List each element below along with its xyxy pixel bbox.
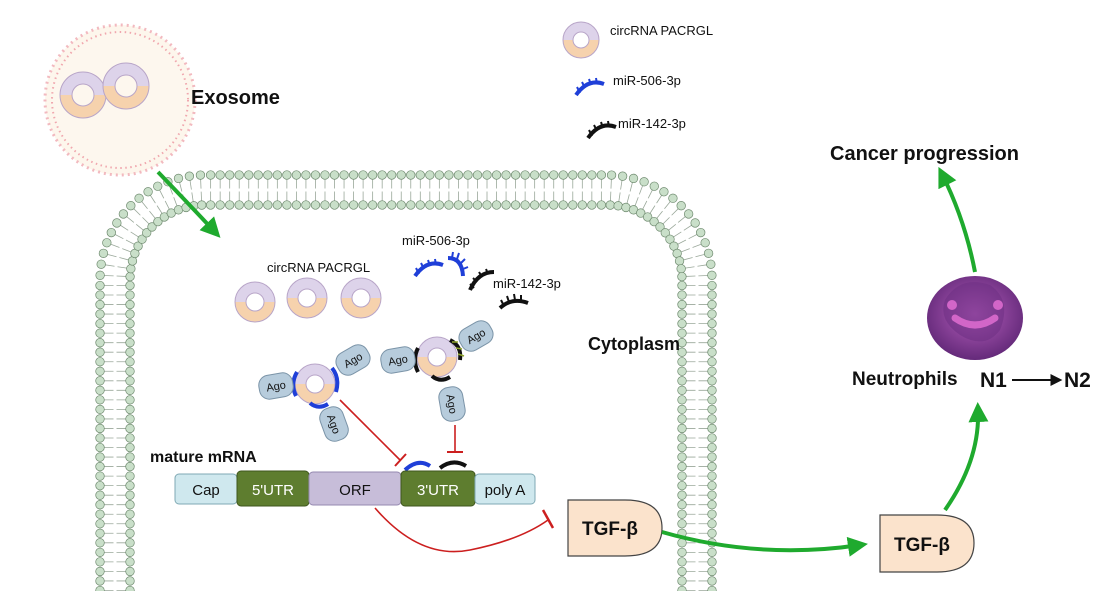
inhibit-line-mir506	[339, 399, 401, 461]
svg-text:Ago: Ago	[443, 393, 458, 414]
ago-protein: Ago	[438, 386, 466, 422]
circrna	[234, 281, 276, 323]
circrna-cell-label: circRNA PACRGL	[267, 260, 370, 275]
exosome-circrna-right	[102, 62, 150, 110]
tgf-beta-extracellular: TGF-β	[879, 514, 975, 573]
circrna	[286, 277, 328, 319]
mir506-cell-label: miR-506-3p	[402, 233, 470, 248]
cell-membrane	[95, 170, 717, 596]
legend-mir506-label: miR-506-3p	[613, 73, 681, 88]
neutrophil	[927, 276, 1023, 360]
secretion-arrow	[661, 530, 868, 557]
mir142	[498, 293, 529, 310]
tgf-inside-label: TGF-β	[582, 519, 638, 540]
mir142-bound	[438, 460, 468, 470]
mrna-5utr-label: 5'UTR	[252, 482, 294, 499]
inhibit-line-orf-tgf	[374, 507, 549, 553]
n1-label: N1	[980, 369, 1007, 392]
progression-arrow	[938, 166, 977, 273]
exosome-circrna-left	[59, 71, 107, 119]
mir506	[447, 251, 469, 277]
legend-circrna-icon	[562, 21, 600, 59]
legend-circrna-label: circRNA PACRGL	[610, 23, 713, 38]
mature-mrna: Cap 5'UTR ORF 3'UTR poly A	[174, 470, 536, 507]
cancer-progression-label: Cancer progression	[830, 143, 1019, 165]
mir506	[413, 258, 444, 278]
free-circrnas	[234, 277, 382, 323]
legend: circRNA PACRGL miR-506-3p miR-142-3p	[562, 21, 713, 140]
svg-text:Ago: Ago	[387, 353, 408, 368]
legend-mir142-label: miR-142-3p	[618, 116, 686, 131]
ago-protein: Ago	[458, 320, 494, 352]
mir142-cell-label: miR-142-3p	[493, 276, 561, 291]
mir142	[468, 268, 495, 291]
mir506-bound	[403, 460, 432, 472]
exosome	[43, 23, 197, 177]
circrna-mir506-ago-complex: Ago Ago Ago	[258, 344, 371, 442]
circrna	[340, 277, 382, 319]
exosome-label: Exosome	[191, 87, 280, 109]
ago-protein: Ago	[319, 406, 349, 442]
mrna-cap-label: Cap	[192, 482, 220, 499]
mature-mrna-label: mature mRNA	[150, 449, 257, 466]
mrna-orf-label: ORF	[339, 482, 371, 499]
ago-protein: Ago	[258, 372, 294, 400]
mrna-polya	[474, 473, 536, 505]
tgf-to-n1-arrow	[943, 402, 989, 512]
ago-protein: Ago	[380, 346, 416, 374]
ago-protein: Ago	[335, 344, 371, 376]
uptake-arrow	[156, 170, 221, 238]
svg-text:Ago: Ago	[265, 379, 286, 394]
neutrophils-label: Neutrophils	[852, 369, 958, 390]
legend-mir506-icon	[574, 77, 605, 97]
legend-mir142-icon	[586, 120, 617, 140]
tgf-beta-intracellular: TGF-β	[567, 499, 663, 557]
inhibit-bar-orf-tgf	[541, 509, 555, 529]
mrna-polya-label: poly A	[485, 482, 526, 499]
mrna-3utr-label: 3'UTR	[417, 482, 459, 499]
inhibit-bar-mir506	[394, 453, 407, 467]
free-mirnas	[413, 251, 529, 310]
tgf-outside-label: TGF-β	[894, 535, 950, 556]
n2-label: N2	[1064, 369, 1091, 392]
circrna-mir142-ago-complex: Ago Ago Ago	[380, 320, 494, 422]
cytoplasm-label: Cytoplasm	[588, 334, 680, 354]
